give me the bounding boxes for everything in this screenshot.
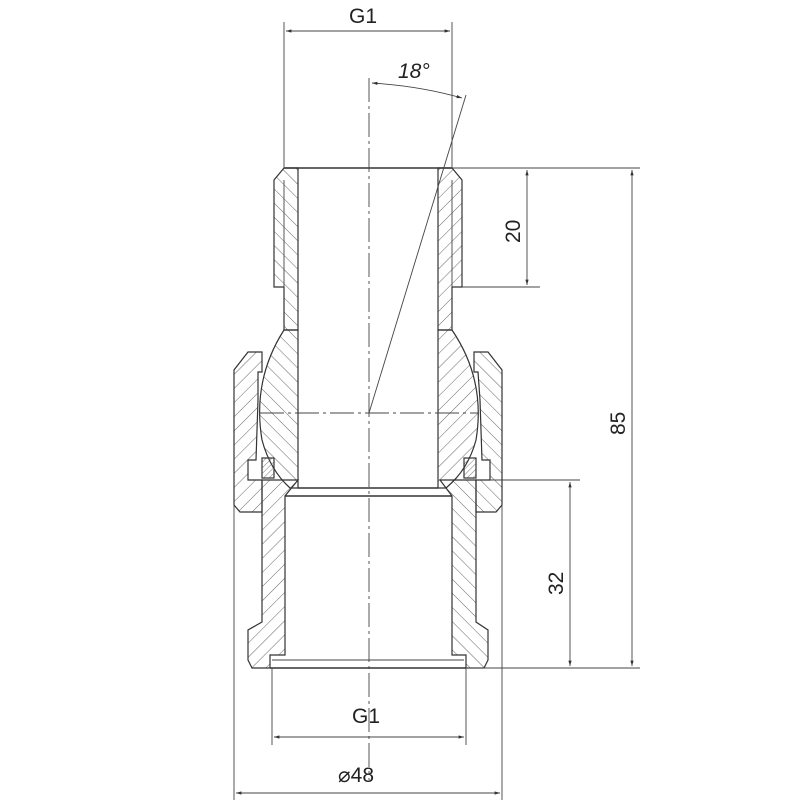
top-pipe: [273, 167, 463, 331]
overall-length-label: 85: [607, 412, 630, 435]
lower-body: [247, 479, 489, 669]
top-thread-length-label: 20: [502, 220, 525, 243]
nut: [233, 351, 503, 513]
angle-label: 18°: [398, 60, 430, 83]
bottom-thread-length-label: 32: [545, 572, 568, 595]
nut-diameter-label: ⌀48: [338, 764, 374, 787]
ball: [259, 329, 479, 489]
top-thread-label: G1: [349, 5, 377, 28]
bottom-thread-label: G1: [352, 705, 380, 728]
